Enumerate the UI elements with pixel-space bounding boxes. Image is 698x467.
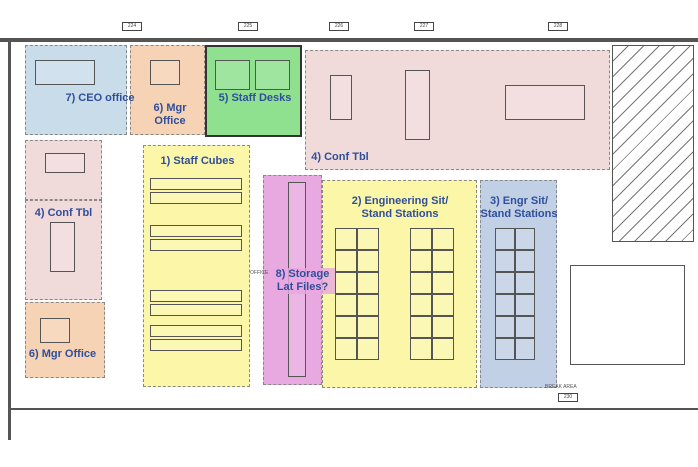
label-conf-left: 4) Conf Tbl xyxy=(34,207,93,219)
interior-wall-bottom xyxy=(10,408,698,410)
workstation xyxy=(410,316,432,338)
mgr-desk xyxy=(40,318,70,343)
workstation xyxy=(432,228,454,250)
break-area-tag: 230 xyxy=(558,393,578,402)
workstation xyxy=(515,294,535,316)
label-mgr-office-bottom: 6) Mgr Office xyxy=(28,348,97,360)
workstation xyxy=(495,316,515,338)
workstation xyxy=(335,316,357,338)
room-tag: 226 xyxy=(329,22,349,31)
conference-table xyxy=(50,222,75,272)
label-mgr-office-top: 6) Mgr Office xyxy=(153,102,187,127)
workstation xyxy=(335,228,357,250)
workstation xyxy=(335,294,357,316)
label-staff-cubes: 1) Staff Cubes xyxy=(160,155,235,167)
workstation xyxy=(357,228,379,250)
label-engineering: 2) Engineering Sit/ Stand Stations xyxy=(351,195,449,220)
workstation xyxy=(357,294,379,316)
workstation xyxy=(432,338,454,360)
zone-staff-desks xyxy=(205,45,302,137)
workstation xyxy=(515,338,535,360)
conference-table xyxy=(330,75,352,120)
zone-staff-cubes xyxy=(143,145,250,387)
conference-table xyxy=(45,153,85,173)
conference-table xyxy=(405,70,430,140)
zone-conf-left xyxy=(25,200,102,300)
break-area-label: BREAK AREA xyxy=(545,384,577,390)
break-counter xyxy=(570,265,685,365)
mgr-desk xyxy=(150,60,180,85)
workstation xyxy=(335,272,357,294)
cube-desk xyxy=(150,304,242,316)
hatched-area xyxy=(612,45,694,242)
room-tag: 227 xyxy=(414,22,434,31)
cube-desk xyxy=(150,192,242,204)
room-tag: 225 xyxy=(238,22,258,31)
zone-engr-sit xyxy=(480,180,557,388)
zone-mgr-office-bottom xyxy=(25,302,105,378)
workstation xyxy=(495,294,515,316)
office-label: OFFICE xyxy=(250,270,269,276)
workstation xyxy=(410,272,432,294)
room-tag: 224 xyxy=(122,22,142,31)
zone-engineering xyxy=(322,180,477,388)
workstation xyxy=(410,250,432,272)
label-engr-sit: 3) Engr Sit/ Stand Stations xyxy=(480,195,558,220)
workstation xyxy=(515,316,535,338)
label-ceo-office: 7) CEO office xyxy=(65,92,135,104)
zone-ceo-office xyxy=(25,45,127,135)
workstation xyxy=(432,250,454,272)
workstation xyxy=(432,294,454,316)
label-conf-top: 4) Conf Tbl xyxy=(311,151,369,163)
cube-desk xyxy=(150,178,242,190)
cube-desk xyxy=(150,239,242,251)
workstation xyxy=(515,272,535,294)
cube-desk xyxy=(150,339,242,351)
zone-conf-rooms-top xyxy=(305,50,610,170)
workstation xyxy=(410,228,432,250)
exterior-wall-top xyxy=(0,38,698,42)
workstation xyxy=(357,250,379,272)
label-storage: 8) Storage Lat Files? xyxy=(270,268,335,294)
workstation xyxy=(432,316,454,338)
staff-desk xyxy=(255,60,290,90)
staff-desk xyxy=(215,60,250,90)
cube-desk xyxy=(150,325,242,337)
conference-table xyxy=(505,85,585,120)
workstation xyxy=(357,316,379,338)
workstation xyxy=(515,250,535,272)
workstation xyxy=(410,294,432,316)
workstation xyxy=(495,250,515,272)
ceo-desk xyxy=(35,60,95,85)
workstation xyxy=(410,338,432,360)
room-tag: 228 xyxy=(548,22,568,31)
workstation xyxy=(515,228,535,250)
workstation xyxy=(335,250,357,272)
workstation xyxy=(335,338,357,360)
workstation xyxy=(495,228,515,250)
exterior-wall-left xyxy=(8,40,11,440)
workstation xyxy=(357,272,379,294)
label-staff-desks: 5) Staff Desks xyxy=(218,92,292,104)
cube-desk xyxy=(150,225,242,237)
zone-conf-small xyxy=(25,140,102,200)
workstation xyxy=(357,338,379,360)
workstation xyxy=(432,272,454,294)
cube-desk xyxy=(150,290,242,302)
workstation xyxy=(495,272,515,294)
workstation xyxy=(495,338,515,360)
